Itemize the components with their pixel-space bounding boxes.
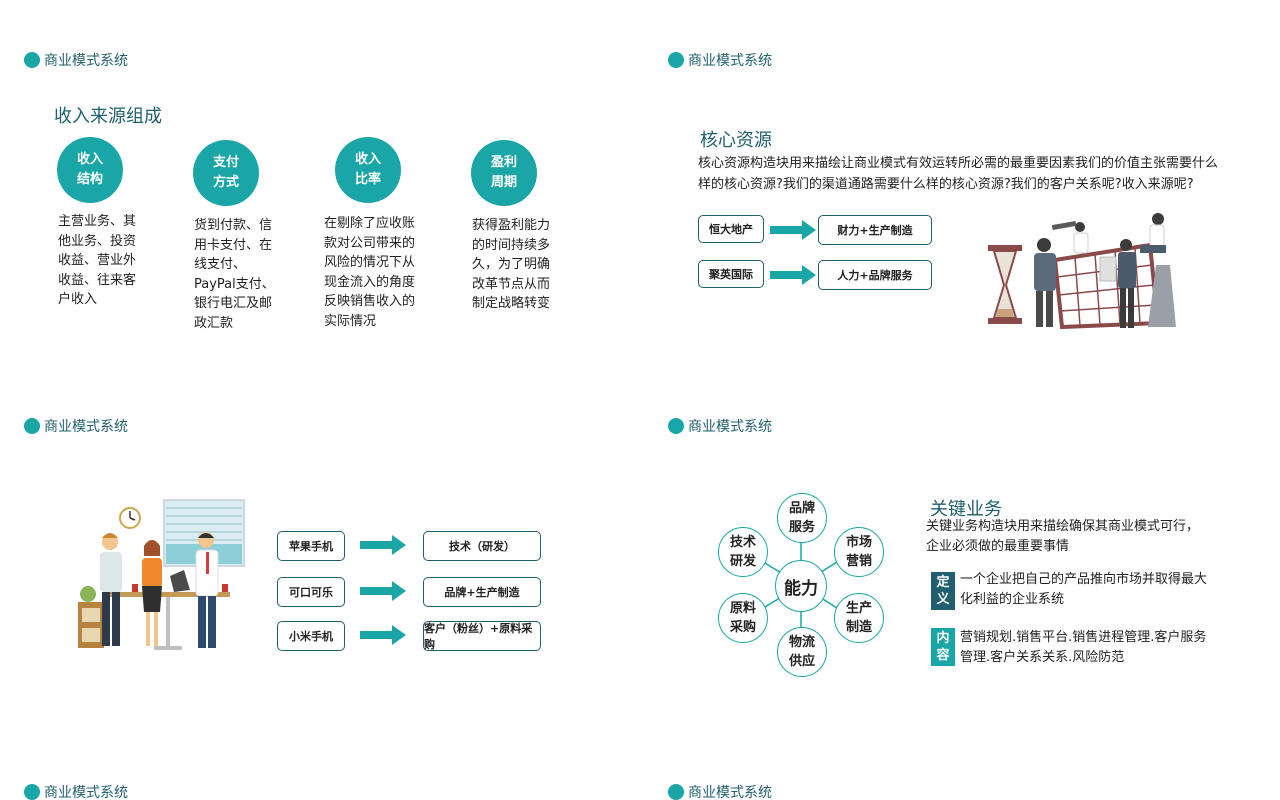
revenue-item-circle: 支付 方式 <box>193 140 259 206</box>
brand-strength-box: 客户（粉丝）+原料采购 <box>423 621 541 651</box>
capability-node: 生产 制造 <box>834 593 884 643</box>
brand-strength-box: 品牌+生产制造 <box>423 577 541 607</box>
key-business-desc: 关键业务构造块用来描绘确保其商业模式可行，企业必须做的最重要事情 <box>926 519 1200 554</box>
header-dot-icon <box>668 418 684 434</box>
revenue-item-desc: 主营业务、其他业务、投资收益、营业外收益、往来客户收入 <box>58 214 137 307</box>
capability-node: 品牌 服务 <box>777 493 827 543</box>
header-label: 商业模式系统 <box>688 53 772 69</box>
definition-tag: 定 义 <box>931 572 955 610</box>
brand-strength-box: 技术（研发） <box>423 531 541 561</box>
slide-header: 商业模式系统 <box>668 416 772 436</box>
slide-partial-bottom-right: 商业模式系统 <box>640 732 1280 800</box>
arrow-right-icon <box>360 581 406 601</box>
slide-header: 商业模式系统 <box>668 50 772 70</box>
header-label: 商业模式系统 <box>44 419 128 435</box>
resource-company-box: 恒大地产 <box>698 215 764 243</box>
header-label: 商业模式系统 <box>44 53 128 69</box>
revenue-item-desc: 货到付款、信用卡支付、在线支付、PayPal支付、银行电汇及邮政汇款 <box>194 218 275 331</box>
capability-node: 原料 采购 <box>718 593 768 643</box>
capability-center: 能力 <box>775 560 827 612</box>
header-label: 商业模式系统 <box>44 785 128 800</box>
slide-key-business: 商业模式系统 <box>640 366 1280 732</box>
brand-box: 可口可乐 <box>277 577 345 607</box>
key-business-title: 关键业务 <box>930 499 1002 520</box>
arrow-right-icon <box>770 265 816 285</box>
slide-revenue: 商业模式系统 收入来源组成 收入 结构 主营业务、其他业务、投资收益、营业外收益… <box>0 0 640 366</box>
slide-header: 商业模式系统 <box>24 416 128 436</box>
header-dot-icon <box>668 52 684 68</box>
header-dot-icon <box>668 784 684 800</box>
brand-box: 小米手机 <box>277 621 345 651</box>
content-text: 营销规划.销售平台.销售进程管理.客户服务管理.客户关系关系.风险防范 <box>960 630 1207 665</box>
business-team-illustration <box>988 213 1176 330</box>
revenue-title: 收入来源组成 <box>54 106 162 127</box>
core-resources-desc: 核心资源构造块用来描绘让商业模式有效运转所必需的最重要因素我们的价值主张需要什么… <box>698 156 1219 192</box>
slide-header: 商业模式系统 <box>24 50 128 70</box>
capability-node: 市场 营销 <box>834 527 884 577</box>
capability-node: 物流 供应 <box>777 627 827 677</box>
header-label: 商业模式系统 <box>688 785 772 800</box>
slide-header: 商业模式系统 <box>24 782 128 800</box>
capability-node: 技术 研发 <box>718 527 768 577</box>
header-dot-icon <box>24 52 40 68</box>
slide-partial-bottom-left: 商业模式系统 <box>0 732 640 800</box>
arrow-right-icon <box>360 535 406 555</box>
revenue-item-desc: 在剔除了应收账款对公司带来的风险的情况下从现金流入的角度反映销售收入的实际情况 <box>324 216 416 329</box>
header-label: 商业模式系统 <box>688 419 772 435</box>
brand-box: 苹果手机 <box>277 531 345 561</box>
revenue-item-desc: 获得盈利能力的时间持续多久，为了明确改革节点从而制定战略转变 <box>472 218 551 311</box>
office-team-illustration <box>78 499 245 650</box>
arrow-right-icon <box>770 220 816 240</box>
slide-core-resources: 商业模式系统 <box>640 0 1280 366</box>
revenue-item-circle: 盈利 周期 <box>471 140 537 206</box>
resource-type-box: 人力+品牌服务 <box>818 260 932 290</box>
content-tag: 内 容 <box>931 628 955 666</box>
revenue-item-circle: 收入 结构 <box>57 137 123 203</box>
resource-type-box: 财力+生产制造 <box>818 215 932 245</box>
revenue-item-circle: 收入 比率 <box>335 137 401 203</box>
header-dot-icon <box>24 784 40 800</box>
core-resources-title: 核心资源 <box>700 130 772 151</box>
slide-brands: 商业模式系统 <box>0 366 640 732</box>
resource-company-box: 聚英国际 <box>698 260 764 288</box>
slide-header: 商业模式系统 <box>668 782 772 800</box>
definition-text: 一个企业把自己的产品推向市场并取得最大化利益的企业系统 <box>960 572 1208 607</box>
header-dot-icon <box>24 418 40 434</box>
arrow-right-icon <box>360 625 406 645</box>
